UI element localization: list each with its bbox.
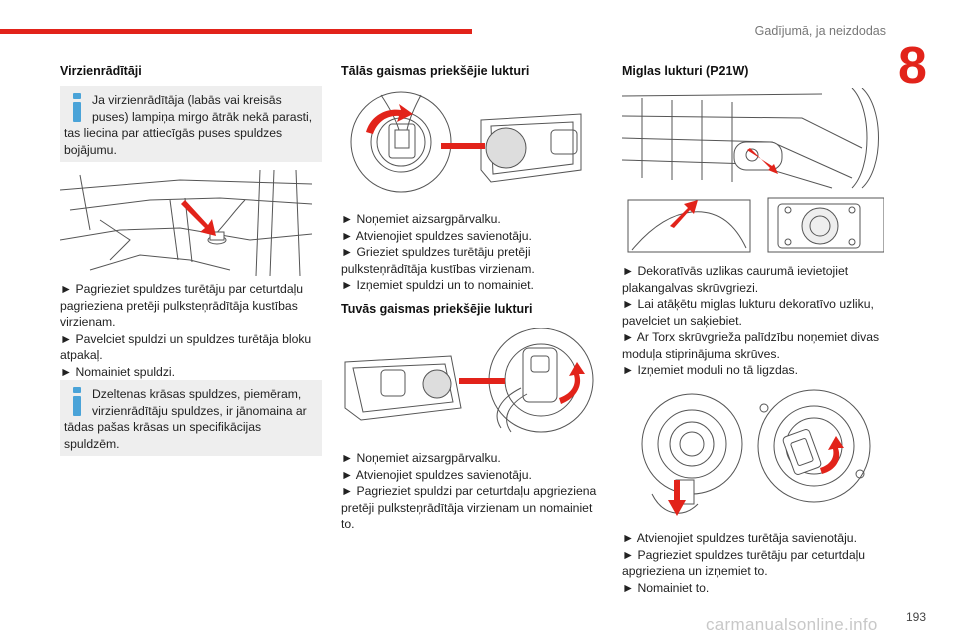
low-beam-illustration xyxy=(344,328,594,433)
turn-signal-illustration xyxy=(60,170,312,276)
arrow-icon xyxy=(670,200,698,228)
chapter-title: Gadījumā, ja neizdodas xyxy=(754,24,886,38)
header-accent-bar xyxy=(0,29,472,34)
heading-turn-signals: Virzienrādītāji xyxy=(60,64,142,78)
fog-lamp-bulb-illustration xyxy=(641,389,871,516)
heading-fog-lamps: Miglas lukturi (P21W) xyxy=(622,64,749,78)
fog-lamp-removal-illustration xyxy=(622,88,884,253)
arrow-icon xyxy=(820,436,844,474)
turn-signal-steps: ► Pagrieziet spuldzes turētāju par cetur… xyxy=(60,282,312,379)
high-beam-illustration xyxy=(350,91,582,193)
low-beam-steps: ► Noņemiet aizsargpārvalku. ► Atvienojie… xyxy=(341,451,597,531)
fog-lamp-steps-2: ► Atvienojiet spuldzes turētāja savienot… xyxy=(622,531,866,595)
arrow-icon xyxy=(181,200,216,236)
arrow-icon xyxy=(747,148,778,174)
info-note-1: Ja virzienrādītāja (labās vai kreisās pu… xyxy=(60,86,322,162)
watermark: carmanualsonline.info xyxy=(706,615,878,634)
page-number: 193 xyxy=(906,610,927,624)
arrow-icon xyxy=(668,480,686,516)
info-note-2: Dzeltenas krāsas spuldzes, piemēram, vir… xyxy=(60,380,322,456)
chapter-number: 8 xyxy=(898,37,927,95)
info-icon xyxy=(72,93,82,122)
arrow-icon xyxy=(441,143,485,149)
arrow-icon xyxy=(459,378,505,384)
fog-lamp-steps-1: ► Dekoratīvās uzlikas caurumā ievietojie… xyxy=(622,264,880,377)
high-beam-steps: ► Noņemiet aizsargpārvalku. ► Atvienojie… xyxy=(341,212,535,292)
heading-high-beam: Tālās gaismas priekšējie lukturi xyxy=(341,64,530,78)
info-icon xyxy=(72,387,82,416)
heading-low-beam: Tuvās gaismas priekšējie lukturi xyxy=(341,302,533,316)
arrow-icon xyxy=(366,104,413,134)
arrow-icon xyxy=(559,362,585,404)
